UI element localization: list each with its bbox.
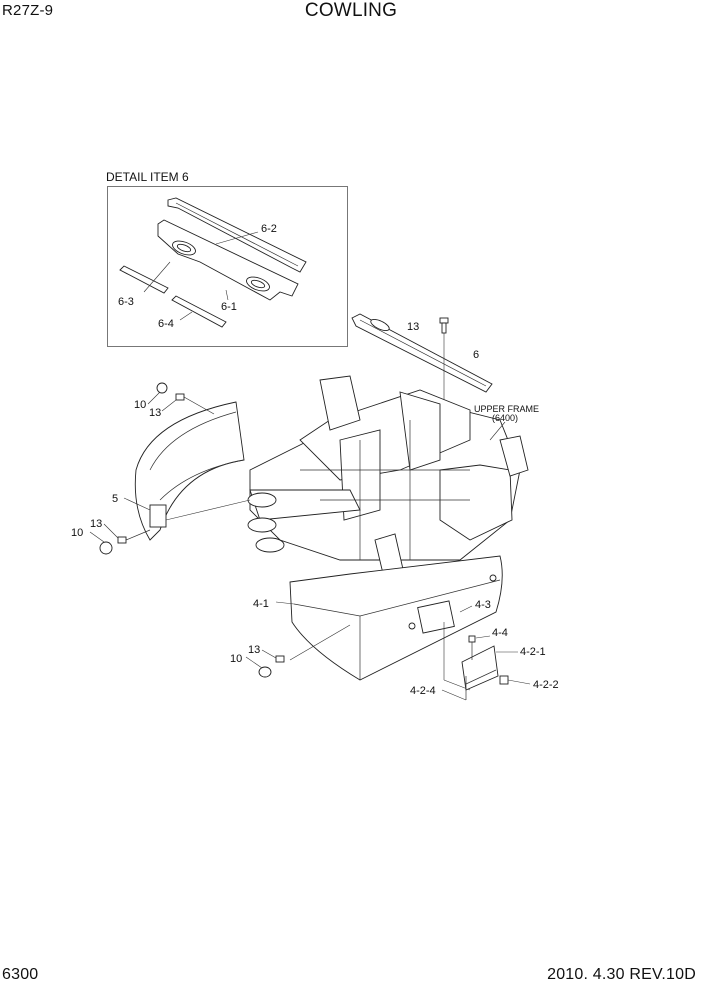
callout-10-bottom: 10	[230, 653, 242, 665]
detail-plate-6-2	[167, 197, 307, 273]
callout-4-4: 4-4	[492, 627, 508, 639]
knob-4-2-2	[499, 675, 509, 685]
detail-seal-6-3	[119, 265, 169, 294]
detail-title: DETAIL ITEM 6	[106, 170, 189, 184]
callout-13-left-top: 13	[149, 407, 161, 419]
callout-4-1: 4-1	[253, 598, 269, 610]
bolt-13-left-top	[175, 393, 215, 415]
front-cowling-4-1	[289, 555, 503, 681]
detail-plate-6-1	[157, 219, 299, 301]
label-6-1: 6-1	[221, 301, 237, 313]
callout-6: 6	[473, 349, 479, 361]
callout-10-left-top: 10	[134, 399, 146, 411]
side-cowling-5	[134, 401, 245, 541]
bolt-13-top	[439, 317, 449, 334]
bolt-4-4	[468, 635, 476, 660]
callout-13-bottom: 13	[248, 644, 260, 656]
callout-4-2-2: 4-2-2	[533, 679, 559, 691]
label-6-4: 6-4	[158, 318, 174, 330]
revision-date: 2010. 4.30 REV.10D	[547, 966, 696, 983]
page-title: COWLING	[304, 0, 398, 21]
callout-4-2-4: 4-2-4	[410, 685, 436, 697]
bolt-13-left-bottom	[117, 529, 151, 544]
label-6-3: 6-3	[118, 296, 134, 308]
callout-upper-frame: UPPER FRAME	[474, 404, 539, 414]
callout-5: 5	[112, 493, 118, 505]
page-number: 6300	[2, 966, 39, 983]
washer-10-left-bottom	[99, 541, 113, 555]
callout-4-3: 4-3	[475, 599, 491, 611]
washer-10-left-top	[156, 382, 168, 394]
callout-13-left-bottom: 13	[90, 518, 102, 530]
callout-4-2-1: 4-2-1	[520, 646, 546, 658]
cover-4-2-1	[461, 645, 499, 691]
washer-10-bottom	[258, 666, 272, 678]
model-code: R27Z-9	[2, 2, 54, 19]
detail-seal-6-4	[171, 295, 227, 328]
callout-10-left-bottom: 10	[71, 527, 83, 539]
callout-upper-frame-ref: (6400)	[492, 413, 518, 423]
top-plate-6	[351, 313, 493, 393]
callout-13-top: 13	[407, 321, 419, 333]
label-6-2: 6-2	[261, 223, 277, 235]
detail-box	[107, 186, 348, 347]
bolt-13-bottom	[275, 655, 285, 663]
